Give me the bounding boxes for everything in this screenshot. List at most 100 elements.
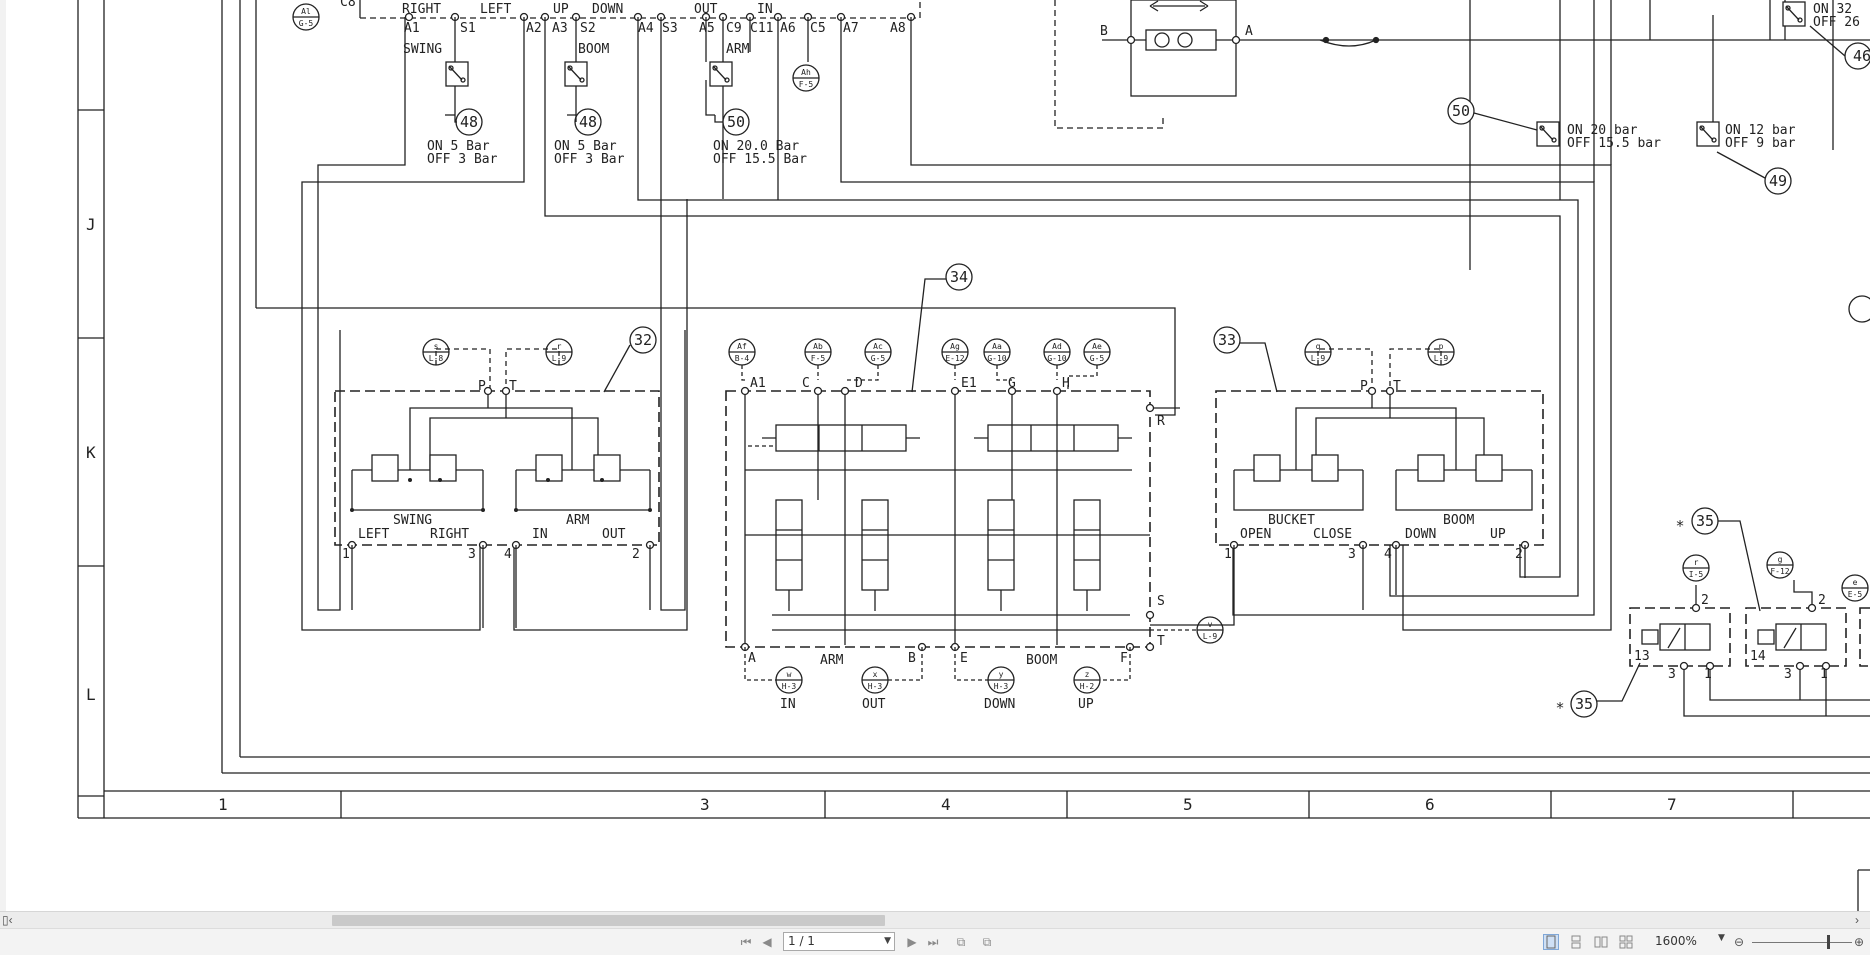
valve-port-a1: A1: [750, 376, 766, 391]
last-page-icon[interactable]: ⏭: [927, 935, 939, 949]
pilot-right-down: DOWN: [1405, 527, 1436, 542]
asterisk-a: ∗: [1675, 514, 1684, 532]
tag-v-bottom: L-9: [1203, 632, 1218, 641]
pilot-left-right: RIGHT: [430, 527, 469, 542]
zoom-out-icon[interactable]: ⊖: [1733, 935, 1745, 949]
port-a1: A1: [404, 21, 420, 36]
callout-34: 34: [950, 268, 968, 286]
copy-alt-icon[interactable]: ⧉: [982, 935, 992, 949]
ps-50a-on: ON 20.0 Bar: [713, 139, 799, 154]
dir-up: UP: [553, 2, 569, 17]
pilot-left-arm: ARM: [566, 513, 590, 528]
pilot-left-swing: SWING: [393, 513, 432, 528]
pilot-right-port3: 3: [1348, 547, 1356, 562]
pilot-right-up: UP: [1490, 527, 1506, 542]
continuous-view-icon[interactable]: [1568, 934, 1584, 950]
asterisk-b: ∗: [1555, 696, 1564, 714]
pilot-right-port4: 4: [1384, 547, 1392, 562]
col-number-5: 5: [1183, 795, 1193, 814]
callout-48a: 48: [460, 113, 478, 131]
solenoid-14-id: 14: [1750, 649, 1766, 664]
tag-p-top: p: [1439, 342, 1444, 351]
tag-ac-top: Ac: [873, 342, 883, 351]
pilot-left-port3: 3: [468, 547, 476, 562]
page-dropdown-icon[interactable]: ▼: [884, 936, 891, 946]
pilot-right-open: OPEN: [1240, 527, 1271, 542]
zoom-dropdown-icon[interactable]: ▼: [1718, 933, 1725, 943]
col-number-3: 3: [700, 795, 710, 814]
tag-p-bottom: L-9: [1434, 354, 1449, 363]
valve-port-h: H: [1062, 376, 1070, 391]
tag-e-top: e: [1853, 578, 1858, 587]
valve-dir-down: DOWN: [984, 697, 1015, 712]
port-a8: A8: [890, 21, 906, 36]
zoom-slider-track[interactable]: [1752, 942, 1852, 943]
solenoid-14-port1: 1: [1820, 667, 1828, 682]
col-number-7: 7: [1667, 795, 1677, 814]
port-a4: A4: [638, 21, 654, 36]
ps-48b-on: ON 5 Bar: [554, 139, 617, 154]
valve-port-g: G: [1008, 376, 1016, 391]
tag-z-top: z: [1085, 670, 1090, 679]
ps-46-off: OFF 26: [1813, 15, 1860, 30]
port-s1: S1: [460, 21, 476, 36]
valve-dir-out: OUT: [862, 697, 886, 712]
first-page-icon[interactable]: ⏮: [740, 935, 752, 949]
tag-y-top: y: [999, 670, 1004, 679]
scrollbar-thumb[interactable]: [332, 915, 885, 926]
col-number-4: 4: [941, 795, 951, 814]
port-s3: S3: [662, 21, 678, 36]
tag-g-top: g: [1778, 555, 1783, 564]
pilot-left-port4: 4: [504, 547, 512, 562]
ps-48b-off: OFF 3 Bar: [554, 152, 625, 167]
next-page-icon[interactable]: ▶: [907, 935, 917, 949]
single-page-view-icon[interactable]: [1543, 934, 1559, 950]
zoom-in-icon[interactable]: ⊕: [1853, 935, 1865, 949]
valve-port-e: E: [960, 651, 968, 666]
status-bar: ⏮ ◀ 1 / 1 ▼ ▶ ⏭ ⧉ ⧉ 1600% ▼ ⊖ ⊕: [0, 928, 1870, 955]
callout-33: 33: [1218, 331, 1236, 349]
valve-dir-up: UP: [1078, 697, 1094, 712]
valve-port-d: D: [855, 376, 863, 391]
dir-in: IN: [757, 2, 773, 17]
label-boom: BOOM: [578, 42, 609, 57]
hydraulic-schematic: J K L 1 3 4 5 6 7 C8 RIGHT LEFT UP DOWN …: [0, 0, 1870, 911]
callout-48b: 48: [579, 113, 597, 131]
valve-port-t: T: [1157, 634, 1165, 649]
tag-x-bottom: H-3: [868, 682, 883, 691]
pilot-left-port2: 2: [632, 547, 640, 562]
zoom-level[interactable]: 1600%: [1655, 934, 1697, 948]
port-a6: A6: [780, 21, 796, 36]
facing-view-icon[interactable]: [1618, 934, 1634, 950]
port-a3: A3: [552, 21, 568, 36]
tag-z-bottom: H-2: [1080, 682, 1095, 691]
pilot-right-port1: 1: [1224, 547, 1232, 562]
callout-32: 32: [634, 331, 652, 349]
page-number-input[interactable]: 1 / 1 ▼: [783, 932, 895, 951]
tag-ab-top: Ab: [813, 342, 823, 351]
horizontal-scrollbar[interactable]: ▯‹ ›: [0, 911, 1870, 929]
scroll-left-icon[interactable]: ▯‹: [2, 913, 13, 927]
tag-s-bottom: L-8: [429, 354, 444, 363]
tag-al-top: Al: [301, 7, 311, 16]
pilot-right-boom: BOOM: [1443, 513, 1474, 528]
prev-page-icon[interactable]: ◀: [762, 935, 772, 949]
page-indicator: 1 / 1: [788, 934, 815, 948]
zoom-slider-thumb[interactable]: [1827, 935, 1830, 949]
two-page-view-icon[interactable]: [1593, 934, 1609, 950]
ps-46-on: ON 32: [1813, 2, 1852, 17]
valve-dir-in: IN: [780, 697, 796, 712]
scroll-right-icon[interactable]: ›: [1855, 913, 1859, 927]
ps-48a-on: ON 5 Bar: [427, 139, 490, 154]
document-viewport: J K L 1 3 4 5 6 7 C8 RIGHT LEFT UP DOWN …: [0, 0, 1870, 911]
ps-48a-off: OFF 3 Bar: [427, 152, 498, 167]
callout-46: 46: [1853, 47, 1870, 65]
copy-icon[interactable]: ⧉: [956, 935, 966, 949]
tag-ae-top: Ae: [1092, 342, 1102, 351]
row-letter-k: K: [86, 443, 96, 462]
pilot-right-close: CLOSE: [1313, 527, 1352, 542]
connector-tags: [292, 3, 1869, 694]
row-letter-j: J: [86, 215, 96, 234]
col-number-6: 6: [1425, 795, 1435, 814]
tag-s-top: s: [434, 342, 439, 351]
